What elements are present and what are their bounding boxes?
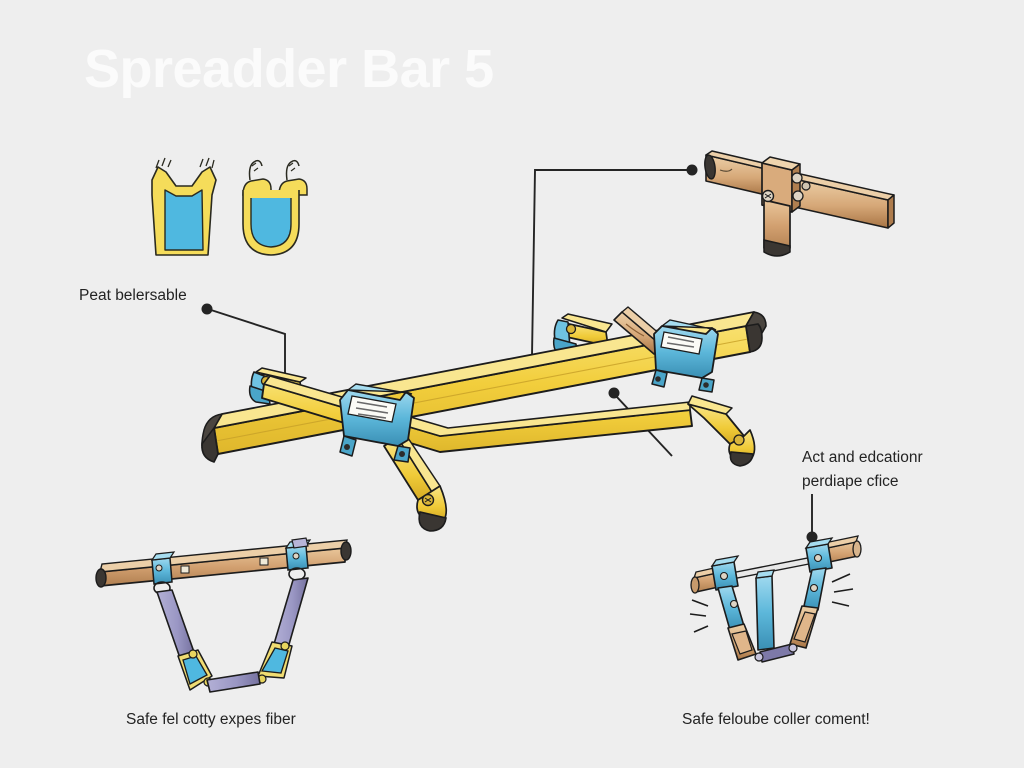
sling-pad-right	[257, 641, 293, 684]
leader-act-edcationr	[806, 494, 818, 543]
wood-tee-joint-detail	[704, 150, 895, 257]
main-spreader-bar-assembly	[201, 306, 767, 532]
blue-tan-linkage-rig	[689, 535, 862, 663]
round-eye-sling-icon	[242, 159, 308, 256]
annotation-act-edcationr: Act and edcationr perdiape cfice	[802, 446, 923, 494]
caption-left: Safe fel cotty expes fiber	[126, 711, 296, 728]
flat-web-sling-icon	[151, 157, 217, 256]
sling-icon-pair	[151, 157, 308, 256]
linkage-joint-right	[804, 537, 834, 573]
motion-lines-left	[689, 599, 709, 633]
annotation-peat-belersable: Peat belersable	[79, 287, 187, 304]
linkage-joint-left	[710, 555, 740, 591]
annotation-act-line2: perdiape cfice	[802, 473, 899, 491]
caption-right: Safe feloube coller coment!	[682, 711, 870, 728]
strap-clamp-right	[284, 537, 312, 581]
clamp-collar-right	[651, 319, 719, 393]
motion-lines-right	[831, 573, 854, 607]
annotation-act-line1: Act and edcationr	[802, 449, 923, 466]
leg-arm-right-front	[687, 395, 756, 467]
page-title: Spreadder Bar 5	[84, 39, 494, 99]
clamp-collar-left	[339, 383, 415, 463]
sling-pad-left	[177, 649, 213, 691]
strap-clamp-left	[150, 551, 176, 595]
tan-bar-with-purple-strap-sling	[95, 537, 352, 693]
